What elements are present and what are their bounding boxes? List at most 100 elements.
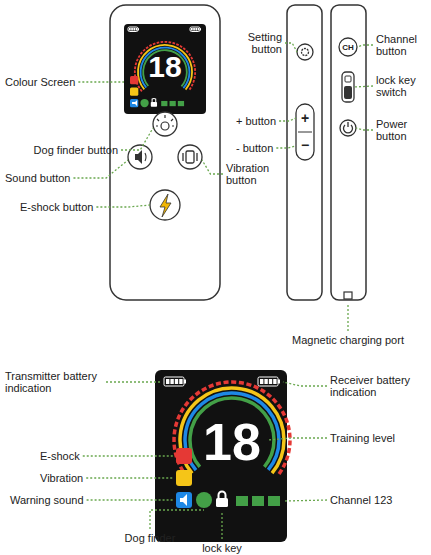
level-ring-dash — [186, 51, 188, 53]
button-glyph: + — [301, 111, 309, 126]
level-ring-dash — [161, 41, 164, 43]
level-ring-dash — [176, 422, 177, 427]
level-ring-dash — [288, 440, 292, 445]
vibration-icon — [130, 87, 138, 95]
channel-bar — [268, 496, 280, 506]
level-ring-dash — [180, 46, 182, 47]
button-label: Power button — [376, 118, 428, 142]
level-ring — [166, 374, 298, 506]
level-ring-dash — [192, 80, 195, 83]
leader-line — [150, 510, 204, 529]
battery-cell — [269, 379, 272, 384]
screen-icons-large — [159, 367, 306, 514]
button-label: Sound button — [5, 172, 70, 184]
leader-line — [86, 477, 174, 478]
level-ring-dash — [267, 394, 271, 397]
button-glyph: − — [301, 138, 309, 153]
level-ring-dash — [192, 84, 193, 86]
leader-line — [106, 381, 162, 382]
leader-line — [268, 438, 327, 440]
battery-cell — [195, 28, 197, 31]
vibration-button — [178, 145, 202, 169]
button-label: E-shock button — [20, 201, 93, 213]
dog-finder-icon — [140, 99, 148, 107]
level-ring-dash — [140, 89, 142, 91]
level-ring-dash — [173, 42, 176, 45]
button-label: Channel button — [376, 33, 428, 57]
side-body-left — [287, 5, 322, 300]
leader-line — [283, 382, 327, 386]
level-ring-dash — [286, 418, 288, 423]
button-label: Vibration button — [226, 162, 278, 186]
port-label: Magnetic charging port — [292, 334, 404, 346]
battery-cell — [133, 28, 135, 31]
level-ring-dash — [169, 41, 172, 43]
leader-line — [357, 45, 373, 47]
sound-button — [128, 145, 152, 169]
level-ring-dash — [178, 415, 180, 420]
level-ring-dash — [181, 408, 184, 412]
level-ring — [159, 367, 306, 514]
battery-cell — [170, 379, 173, 384]
level-ring-dash — [261, 390, 265, 393]
level-ring-dash — [192, 61, 195, 63]
button-label: - button — [236, 142, 273, 154]
level-ring-dash — [190, 396, 194, 400]
side-body-right — [331, 5, 366, 300]
level-ring-dash — [138, 55, 139, 57]
e-shock-button — [150, 190, 180, 220]
battery-cell — [264, 379, 267, 384]
button-label: Setting button — [236, 31, 282, 55]
indicator-label: Transmitter battery indication — [5, 370, 103, 394]
switch-label: lock key switch — [376, 74, 428, 98]
warning-sound-icon — [130, 99, 138, 107]
level-ring-dash — [193, 64, 195, 67]
leader-line — [356, 128, 373, 130]
battery-cell — [260, 379, 263, 384]
level-ring-dash — [189, 87, 190, 89]
leader-line — [276, 146, 296, 148]
level-ring-dash — [143, 49, 145, 51]
level-ring-dash — [286, 456, 288, 461]
e-shock-icon — [176, 448, 192, 464]
lock-shackle — [152, 98, 156, 102]
battery-indicator — [190, 27, 200, 32]
level-ring-dash — [176, 44, 178, 45]
level-ring-dash — [224, 380, 229, 384]
channel-bar — [252, 496, 264, 506]
level-ring-dash — [157, 41, 160, 43]
training-level-digits: 18 — [203, 414, 261, 471]
leader-line — [221, 512, 222, 539]
level-ring-dash — [134, 66, 136, 69]
channel-button — [339, 38, 357, 56]
channel-bar — [161, 101, 167, 106]
level-ring — [127, 34, 203, 110]
level-ring-dash — [172, 437, 176, 442]
level-ring-dash — [239, 381, 244, 385]
level-ring-dash — [173, 429, 177, 434]
level-ring-dash — [189, 54, 191, 56]
battery-cell — [191, 28, 193, 31]
battery-cell — [166, 379, 169, 384]
level-ring-dash — [153, 43, 155, 46]
leader-line — [202, 160, 223, 174]
indicator-label: Channel 123 — [330, 494, 392, 506]
power-button — [340, 120, 356, 136]
screen-icons-small — [127, 27, 203, 110]
level-ring-dash — [137, 59, 138, 61]
level-ring-dash — [216, 383, 221, 384]
channel-bar — [170, 101, 176, 106]
level-ring-dash — [138, 86, 139, 88]
lock-shackle — [219, 492, 226, 499]
battery-cell — [193, 28, 195, 31]
magnetic-charging-port — [344, 292, 352, 299]
battery-indicator — [258, 377, 278, 386]
level-ring-dash — [134, 70, 136, 73]
level-ring-dash — [273, 399, 276, 403]
screen-label: Colour Screen — [5, 76, 75, 88]
level-ring-dash — [287, 448, 291, 453]
level-ring-dash — [288, 433, 292, 438]
level-ring-dash — [193, 76, 195, 79]
battery-indicator — [128, 27, 138, 32]
icon-label: E-shock — [40, 450, 80, 462]
